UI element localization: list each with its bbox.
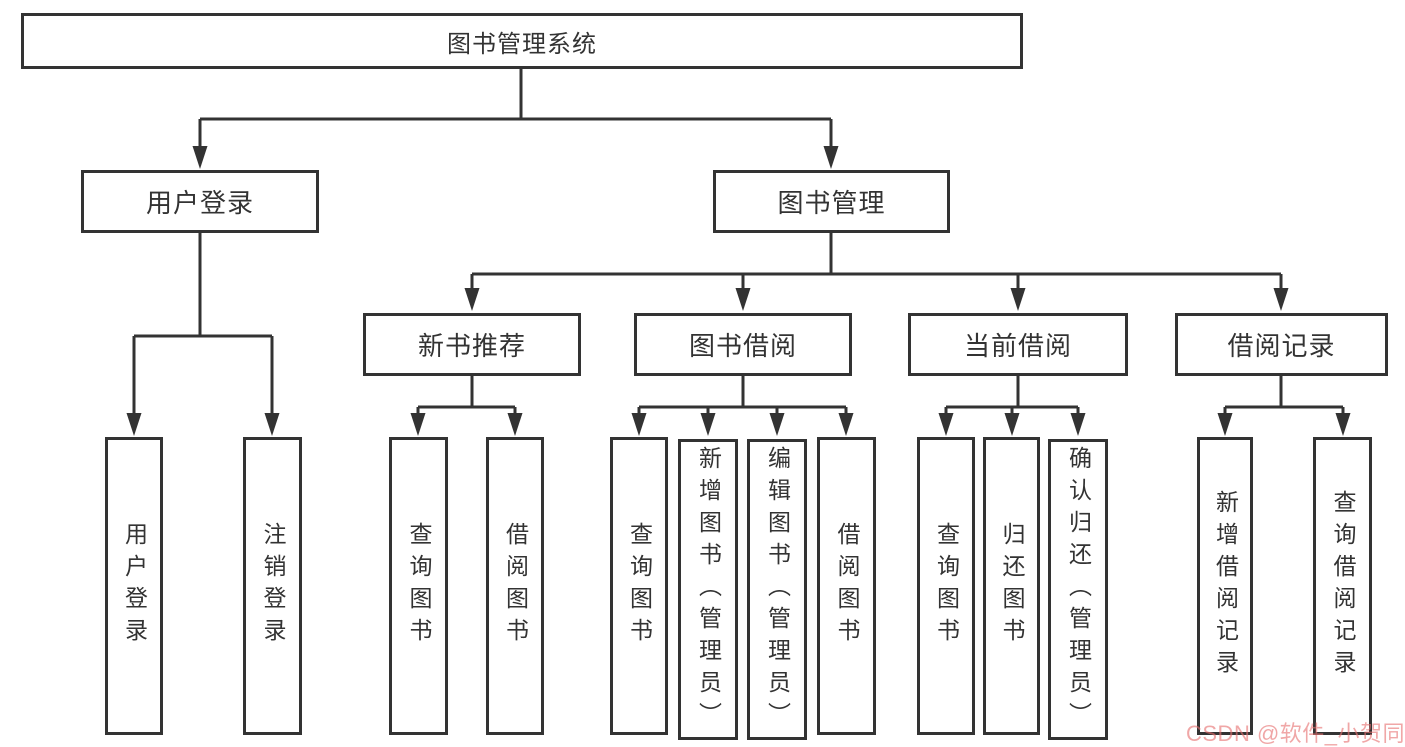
leaf-borrow-books: 借阅图书 (817, 437, 876, 735)
leaf-query-borrow-record: 查询借阅记录 (1313, 437, 1372, 735)
node-user-login: 用户登录 (81, 170, 319, 233)
leaf-logout: 注销登录 (243, 437, 302, 735)
node-borrowing-records: 借阅记录 (1175, 313, 1388, 376)
leaf-confirm-return-admin: 确认归还（管理员） (1048, 439, 1108, 740)
node-book-borrowing: 图书借阅 (634, 313, 852, 376)
node-book-management: 图书管理 (713, 170, 950, 233)
arrowhead-icons (126, 146, 1351, 436)
node-current-borrowing: 当前借阅 (908, 313, 1128, 376)
leaf-user-login: 用户登录 (105, 437, 163, 735)
leaf-return-books: 归还图书 (983, 437, 1040, 735)
leaf-borrow-books-recommend: 借阅图书 (486, 437, 544, 735)
leaf-edit-books-admin: 编辑图书（管理员） (747, 439, 807, 740)
leaf-add-borrow-record: 新增借阅记录 (1197, 437, 1253, 735)
leaf-query-books-borrow: 查询图书 (610, 437, 668, 735)
csdn-watermark: CSDN @软件_小贺同学 (1186, 721, 1405, 746)
node-new-book-recommendation: 新书推荐 (363, 313, 581, 376)
node-library-management-system: 图书管理系统 (21, 13, 1023, 69)
leaf-query-books-recommend: 查询图书 (389, 437, 448, 735)
leaf-add-books-admin: 新增图书（管理员） (678, 439, 738, 740)
leaf-query-books-current: 查询图书 (917, 437, 975, 735)
